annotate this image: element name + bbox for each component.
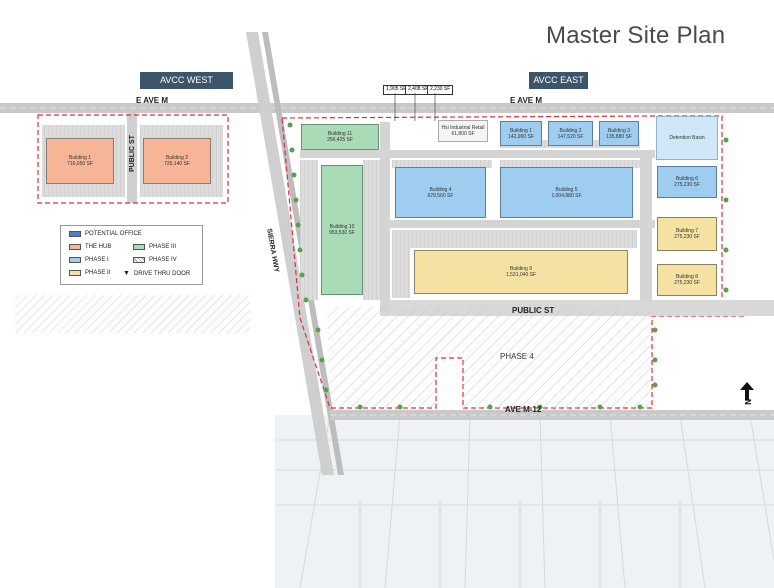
building-sf: 61,800 SF — [451, 131, 475, 137]
legend-label: THE HUB — [85, 244, 112, 250]
building-east-1[interactable]: Building 1 142,960 SF — [500, 121, 542, 146]
building-name: Building 4 — [429, 186, 452, 193]
building-sf: 716,050 SF — [67, 161, 93, 167]
callout-leaders — [394, 93, 436, 121]
legend-potential-office: POTENTIAL OFFICE — [69, 231, 142, 237]
building-7[interactable]: Building 7 275,230 SF — [657, 217, 717, 251]
building-sf: 678,560 SF — [427, 192, 454, 199]
detention-basin-label: Detention Basin — [669, 135, 705, 141]
building-west-2[interactable]: Building 2 725,140 SF — [143, 138, 211, 184]
building-name: Building 5 — [555, 186, 578, 193]
legend-label: PHASE III — [149, 244, 177, 250]
drive-thru-triangle-icon: ▼ — [123, 270, 130, 277]
building-name: Building 9 — [510, 266, 532, 272]
legend-phase-iv: PHASE IV — [133, 257, 177, 263]
swatch-phase2 — [69, 270, 81, 276]
building-east-2[interactable]: Building 2 147,520 SF — [548, 121, 593, 146]
building-sf: 256,425 SF — [327, 137, 353, 143]
legend-the-hub: THE HUB — [69, 244, 111, 250]
legend-label: DRIVE THRU DOOR — [133, 270, 191, 277]
hsi-industrial-retail[interactable]: Hsi Industrial Retail 61,800 SF — [438, 120, 488, 142]
warehouse-photo — [275, 414, 774, 588]
swatch-phase1 — [69, 257, 81, 263]
building-sf: 1,531,040 SF — [505, 272, 537, 278]
building-name: Building 3 — [608, 127, 630, 134]
page-title: Master Site Plan — [546, 22, 726, 49]
building-west-1[interactable]: Building 1 716,050 SF — [46, 138, 114, 184]
building-sf: 275,230 SF — [674, 234, 700, 240]
building-9[interactable]: Building 9 1,531,040 SF — [414, 250, 628, 294]
phase-4-label: PHASE 4 — [500, 352, 534, 361]
building-name: Hsi Industrial Retail — [441, 125, 485, 131]
road-label-e-ave-m-east: E AVE M — [510, 96, 543, 105]
legend-label: PHASE IV — [149, 257, 177, 263]
building-sf: 275,230 SF — [674, 280, 700, 286]
avcc-west-label: AVCC WEST — [140, 72, 233, 89]
building-10[interactable]: Building 10 953,530 SF — [321, 165, 363, 295]
swatch-phase4 — [133, 257, 145, 263]
road-label-e-ave-m-west: E AVE M — [136, 96, 169, 105]
map-legend: POTENTIAL OFFICE THE HUB PHASE III PHASE… — [60, 225, 203, 285]
detention-basin: Detention Basin — [656, 116, 718, 160]
building-name: Building 2 — [559, 127, 582, 134]
road-label-public-st-west: PUBLIC ST — [129, 135, 136, 172]
building-name: Building 8 — [676, 274, 698, 280]
legend-label: PHASE I — [85, 257, 109, 263]
road-label-ave-m12: AVE M-12 — [505, 405, 542, 414]
building-sf: 147,520 SF — [557, 133, 584, 140]
avcc-east-label: AVCC EAST — [529, 72, 588, 89]
north-arrow: N — [739, 381, 755, 411]
north-label: N — [743, 399, 752, 405]
building-8[interactable]: Building 8 275,230 SF — [657, 264, 717, 296]
swatch-phase3 — [133, 244, 145, 250]
building-sf: 725,140 SF — [164, 161, 190, 167]
building-name: Building 7 — [676, 228, 698, 234]
building-4[interactable]: Building 4 678,560 SF — [395, 167, 486, 218]
legend-label: PHASE II — [85, 270, 111, 276]
building-sf: 142,960 SF — [508, 133, 534, 140]
building-name: Building 10 — [329, 224, 355, 230]
building-sf: 275,230 SF — [674, 182, 700, 188]
building-sf: 1,004,880 SF — [551, 192, 582, 199]
building-5[interactable]: Building 5 1,004,880 SF — [500, 167, 633, 218]
building-name: Building 6 — [676, 176, 698, 182]
north-arrow-icon — [740, 382, 754, 400]
road-label-public-st-south: PUBLIC ST — [512, 306, 555, 315]
building-sf: 953,530 SF — [329, 230, 355, 236]
building-6[interactable]: Building 6 275,230 SF — [657, 166, 717, 198]
building-sf: 135,880 SF — [606, 133, 632, 140]
legend-drive-thru: ▼ DRIVE THRU DOOR — [123, 270, 190, 277]
legend-phase-ii: PHASE II — [69, 270, 110, 276]
building-name: Building 1 — [69, 155, 91, 161]
swatch-office — [69, 231, 81, 237]
legend-label: POTENTIAL OFFICE — [85, 231, 142, 237]
building-name: Building 2 — [166, 155, 188, 161]
legend-phase-i: PHASE I — [69, 257, 109, 263]
building-name: Building 11 — [327, 131, 353, 137]
building-11[interactable]: Building 11 256,425 SF — [301, 124, 379, 150]
building-name: Building 1 — [510, 127, 532, 134]
building-east-3[interactable]: Building 3 135,880 SF — [599, 121, 639, 146]
swatch-hub — [69, 244, 81, 250]
office-callout-3: 2,230 SF — [427, 85, 454, 95]
legend-phase-iii: PHASE III — [133, 244, 176, 250]
